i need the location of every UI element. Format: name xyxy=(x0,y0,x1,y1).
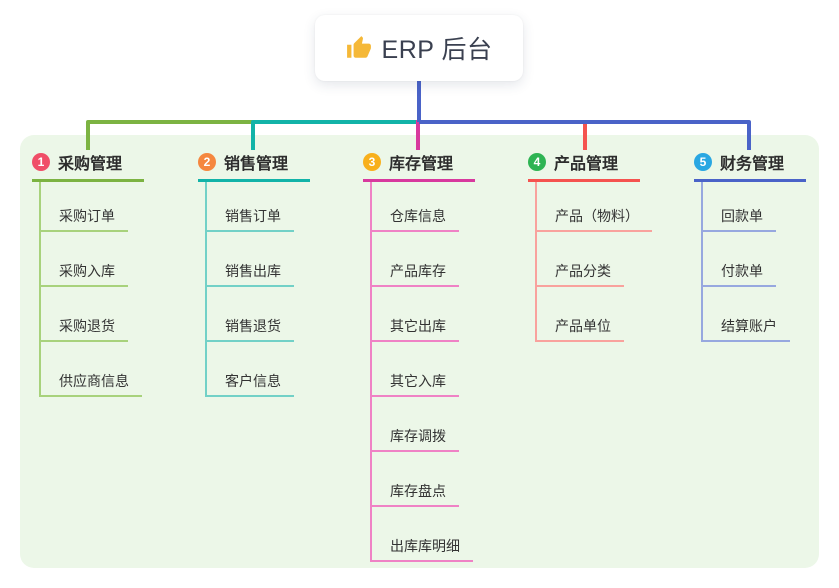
branch-inventory-children: 仓库信息 产品库存 其它出库 其它入库 库存调拨 库存盘点 出库库明细 xyxy=(370,182,473,562)
child-label: 产品库存 xyxy=(390,263,446,280)
root-title: ERP 后台 xyxy=(381,36,493,64)
branch-sales-title[interactable]: 2 销售管理 xyxy=(198,148,310,182)
branch-label: 产品管理 xyxy=(554,156,619,173)
child-label: 库存盘点 xyxy=(390,483,446,500)
mindmap-child-node[interactable]: 采购退货 xyxy=(41,287,128,342)
mindmap-child-node[interactable]: 产品分类 xyxy=(537,232,624,287)
branch-number-badge: 4 xyxy=(528,153,546,171)
branch-inventory-title[interactable]: 3 库存管理 xyxy=(363,148,475,182)
mindmap-child-node[interactable]: 其它入库 xyxy=(372,342,459,397)
branch-finance: 5 财务管理 回款单 付款单 结算账户 xyxy=(694,148,806,342)
child-label: 其它入库 xyxy=(390,373,446,390)
branch-label: 库存管理 xyxy=(389,156,454,173)
mindmap-child-node[interactable]: 销售出库 xyxy=(207,232,294,287)
mindmap-child-node[interactable]: 销售退货 xyxy=(207,287,294,342)
child-label: 销售出库 xyxy=(225,263,281,280)
child-label: 付款单 xyxy=(721,263,763,280)
child-label: 其它出库 xyxy=(390,318,446,335)
child-label: 采购入库 xyxy=(59,263,115,280)
child-label: 客户信息 xyxy=(225,373,281,390)
child-label: 结算账户 xyxy=(721,318,777,335)
child-label: 销售订单 xyxy=(225,208,281,225)
mindmap-child-node[interactable]: 回款单 xyxy=(703,182,776,232)
mindmap-child-node[interactable]: 产品（物料） xyxy=(537,182,652,232)
mindmap-child-node[interactable]: 其它出库 xyxy=(372,287,459,342)
branch-purchase: 1 采购管理 采购订单 采购入库 采购退货 供应商信息 xyxy=(32,148,144,397)
mindmap-child-node[interactable]: 产品库存 xyxy=(372,232,459,287)
branch-label: 财务管理 xyxy=(720,156,785,173)
mindmap-child-node[interactable]: 库存调拨 xyxy=(372,397,459,452)
child-label: 出库库明细 xyxy=(390,538,460,555)
child-label: 产品单位 xyxy=(555,318,611,335)
child-label: 产品分类 xyxy=(555,263,611,280)
mindmap-child-node[interactable]: 采购入库 xyxy=(41,232,128,287)
mindmap-child-node[interactable]: 客户信息 xyxy=(207,342,294,397)
thumbs-up-icon xyxy=(346,36,371,58)
connector-branch-sales xyxy=(251,120,419,150)
child-label: 销售退货 xyxy=(225,318,281,335)
branch-product: 4 产品管理 产品（物料） 产品分类 产品单位 xyxy=(528,148,652,342)
branch-number-badge: 5 xyxy=(694,153,712,171)
root-node[interactable]: ERP 后台 xyxy=(315,15,523,81)
child-label: 采购订单 xyxy=(59,208,115,225)
child-label: 供应商信息 xyxy=(59,373,129,390)
branch-number-badge: 1 xyxy=(32,153,50,171)
mindmap-child-node[interactable]: 仓库信息 xyxy=(372,182,459,232)
mindmap-child-node[interactable]: 销售订单 xyxy=(207,182,294,232)
branch-product-children: 产品（物料） 产品分类 产品单位 xyxy=(535,182,652,342)
child-label: 采购退货 xyxy=(59,318,115,335)
child-label: 产品（物料） xyxy=(555,208,639,225)
mindmap-child-node[interactable]: 供应商信息 xyxy=(41,342,142,397)
child-label: 库存调拨 xyxy=(390,428,446,445)
mindmap-child-node[interactable]: 库存盘点 xyxy=(372,452,459,507)
mindmap-child-node[interactable]: 结算账户 xyxy=(703,287,790,342)
branch-finance-title[interactable]: 5 财务管理 xyxy=(694,148,806,182)
mindmap-child-node[interactable]: 产品单位 xyxy=(537,287,624,342)
connector-branch-finance xyxy=(419,120,751,150)
child-label: 回款单 xyxy=(721,208,763,225)
mindmap-child-node[interactable]: 出库库明细 xyxy=(372,507,473,562)
branch-sales: 2 销售管理 销售订单 销售出库 销售退货 客户信息 xyxy=(198,148,310,397)
branch-inventory: 3 库存管理 仓库信息 产品库存 其它出库 其它入库 库存调拨 库存盘点 出库库… xyxy=(363,148,475,562)
mindmap-child-node[interactable]: 采购订单 xyxy=(41,182,128,232)
child-label: 仓库信息 xyxy=(390,208,446,225)
branch-finance-children: 回款单 付款单 结算账户 xyxy=(701,182,790,342)
branch-sales-children: 销售订单 销售出库 销售退货 客户信息 xyxy=(205,182,294,397)
branch-label: 采购管理 xyxy=(58,156,123,173)
branch-purchase-children: 采购订单 采购入库 采购退货 供应商信息 xyxy=(39,182,142,397)
branch-label: 销售管理 xyxy=(224,156,289,173)
branches-panel xyxy=(20,135,819,568)
branch-purchase-title[interactable]: 1 采购管理 xyxy=(32,148,144,182)
branch-number-badge: 2 xyxy=(198,153,216,171)
mindmap-child-node[interactable]: 付款单 xyxy=(703,232,776,287)
branch-product-title[interactable]: 4 产品管理 xyxy=(528,148,640,182)
branch-number-badge: 3 xyxy=(363,153,381,171)
